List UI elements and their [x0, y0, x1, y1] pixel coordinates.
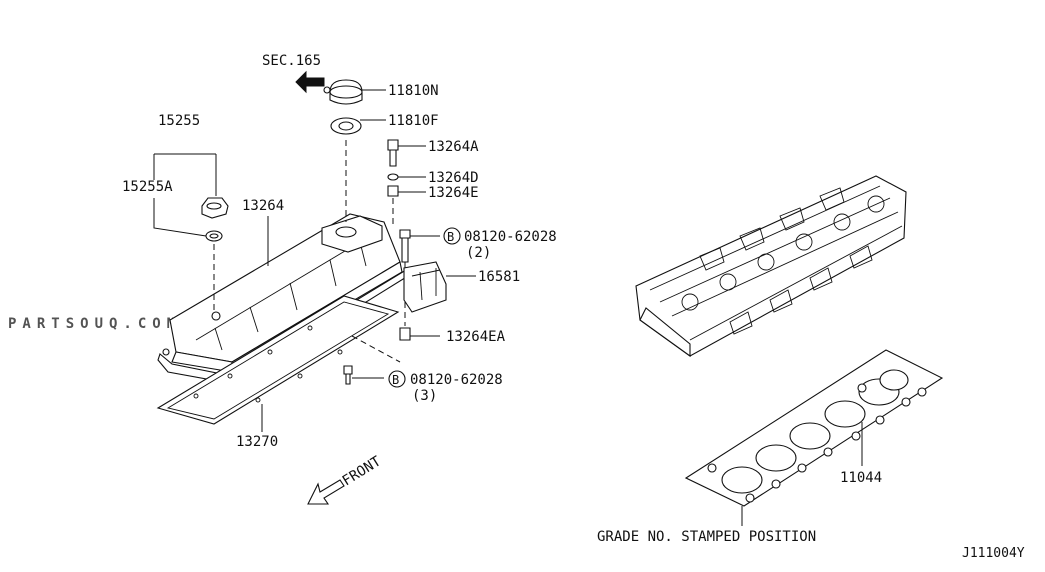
label-13264D: 13264D	[428, 170, 479, 186]
washer-13264D	[387, 173, 399, 181]
label-sec165: SEC.165	[262, 53, 321, 69]
leader-lines	[153, 89, 863, 526]
label-drawing-id: J111004Y	[962, 546, 1025, 561]
seal-13264E	[387, 185, 399, 197]
label-13264A: 13264A	[428, 139, 479, 155]
rocker-cover-gasket-13270	[156, 295, 400, 425]
label-front: FRONT	[340, 453, 385, 489]
dashed-guide-lower	[351, 335, 401, 363]
label-13270: 13270	[236, 434, 278, 450]
label-bolt-upper-code: 08120-62028	[464, 229, 557, 245]
watermark: PARTSOUQ.COM	[8, 316, 181, 332]
head-gasket-11044	[684, 349, 944, 507]
front-arrow-icon	[307, 479, 345, 505]
grommet-11810F	[330, 117, 362, 135]
arrow-to-sec165-icon	[295, 70, 325, 94]
oil-filler-cap-15255	[201, 197, 229, 219]
label-11810F: 11810F	[388, 113, 439, 129]
label-11810N: 11810N	[388, 83, 439, 99]
label-15255: 15255	[158, 113, 200, 129]
label-13264: 13264	[242, 198, 284, 214]
stud-13264A	[387, 139, 399, 167]
label-13264E: 13264E	[428, 185, 479, 201]
label-bolt-upper-qty: (2)	[466, 245, 491, 261]
pcv-valve-11810N	[323, 79, 363, 105]
cylinder-head	[635, 175, 907, 358]
label-15255A: 15255A	[122, 179, 173, 195]
label-16581: 16581	[478, 269, 520, 285]
bolt-upper	[399, 229, 411, 263]
label-bolt-lower-qty: (3)	[412, 388, 437, 404]
bolt-symbol-badge-lower: B	[388, 370, 406, 388]
bolt-symbol-badge-upper: B	[443, 227, 461, 245]
filler-cap-gasket-15255A	[205, 230, 223, 242]
bolt-lower	[343, 365, 353, 385]
seal-13264EA	[399, 327, 411, 341]
bolt-symbol-lower: B	[392, 373, 399, 387]
bracket-16581	[403, 261, 447, 313]
bolt-symbol-upper: B	[447, 230, 454, 244]
label-13264EA: 13264EA	[446, 329, 506, 345]
label-bolt-lower-code: 08120-62028	[410, 372, 503, 388]
label-11044: 11044	[840, 470, 882, 486]
label-grade-stamped-position: GRADE NO. STAMPED POSITION	[597, 529, 816, 545]
